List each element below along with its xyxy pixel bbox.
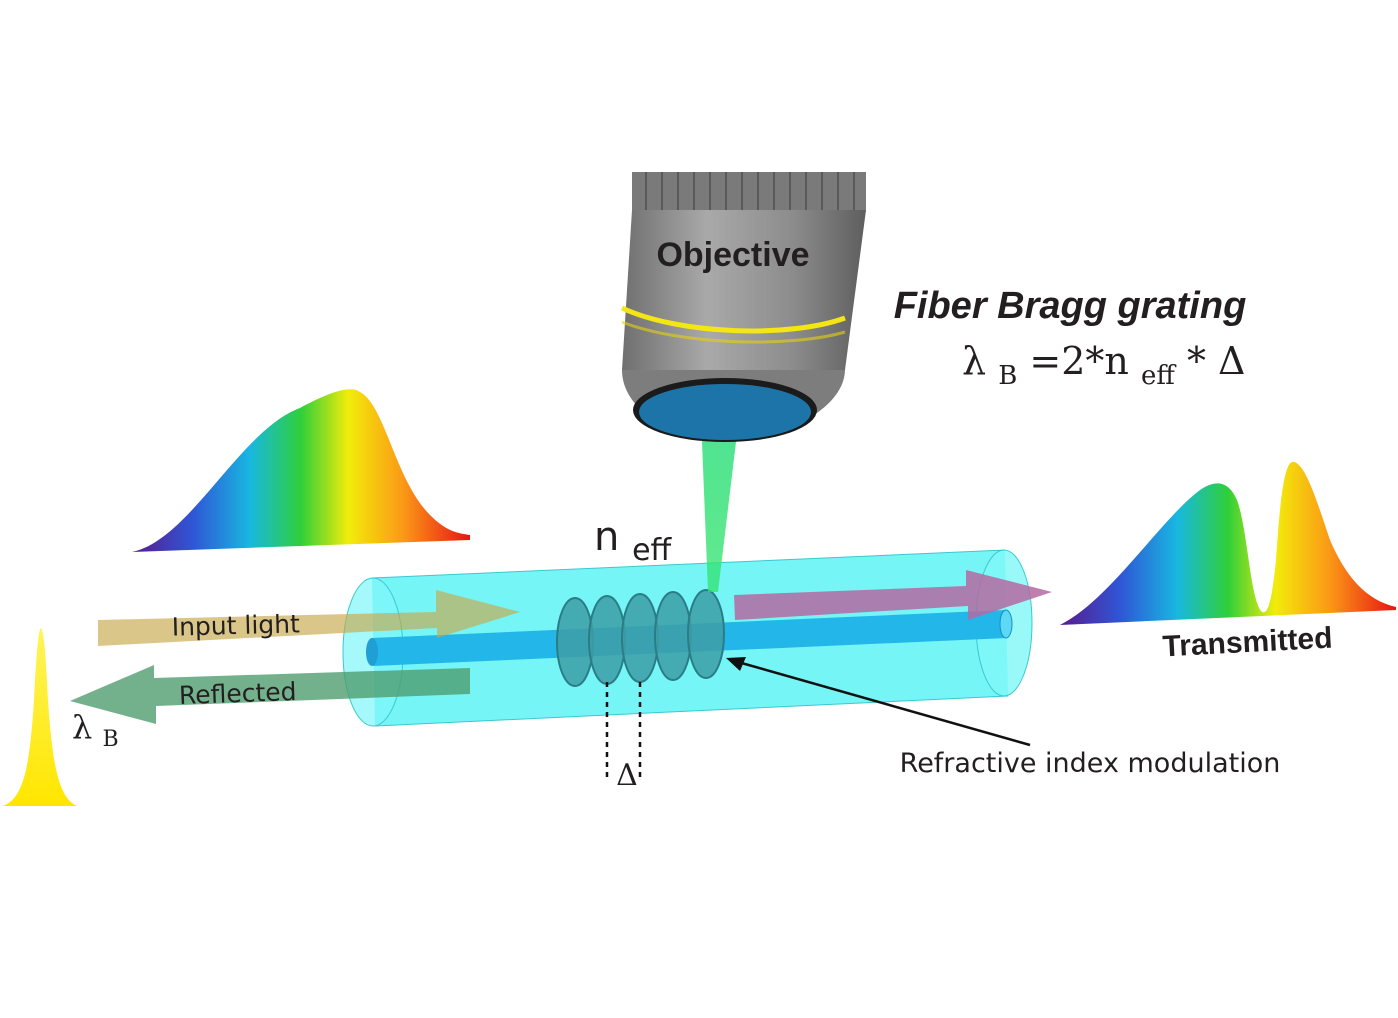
grating-disc <box>556 597 594 687</box>
grating-disc <box>621 593 659 683</box>
eq-equals: =2*n <box>1029 339 1129 383</box>
reflected-arrow <box>70 665 470 724</box>
objective-lens-assembly <box>620 172 866 442</box>
reflected-label: Reflected <box>178 677 297 710</box>
reflected-spectrum-peak <box>2 628 78 806</box>
period-label: Δ <box>616 758 638 793</box>
objective-label: Objective <box>656 236 809 274</box>
laser-beam <box>700 392 742 592</box>
neff-label: n eff <box>594 514 673 568</box>
bragg-equation: λ B =2*n eff * Δ <box>962 339 1245 393</box>
eq-lambda: λ <box>962 339 986 383</box>
period-markers <box>605 682 642 780</box>
input-spectrum <box>132 389 470 552</box>
diagram-title: Fiber Bragg grating <box>894 285 1247 327</box>
transmitted-arrow <box>734 570 1052 620</box>
transmitted-label: Transmitted <box>1162 622 1334 664</box>
eq-n-sub: eff <box>1141 361 1177 391</box>
input-light-arrow <box>98 590 520 646</box>
eq-lambda-sub: B <box>998 361 1017 391</box>
grating-disc <box>687 589 725 679</box>
modulation-label: Refractive index modulation <box>900 748 1281 779</box>
transmitted-spectrum <box>1060 461 1396 625</box>
reflected-lambda-label: λ B <box>72 708 119 752</box>
grating-discs <box>556 589 725 687</box>
eq-tail: * Δ <box>1187 339 1246 383</box>
input-light-label: Input light <box>171 609 300 641</box>
lens-glass <box>639 384 811 440</box>
grating-disc <box>588 595 626 685</box>
grating-disc <box>654 591 692 681</box>
modulation-pointer <box>726 657 1031 747</box>
